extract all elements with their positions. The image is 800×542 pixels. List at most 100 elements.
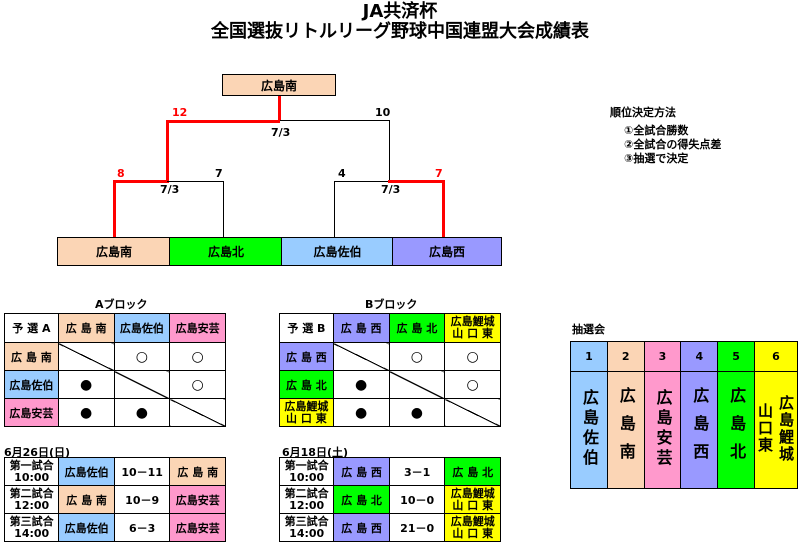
diagonal-cell [332,342,390,371]
home-team: 広 島 南 [58,485,115,514]
home-team: 広 島 西 [333,457,390,486]
game-score: 10－0 [389,485,445,514]
diagonal-cell [57,342,115,371]
game-score: 10－11 [114,457,170,486]
ranking-item: ②全試合の得失点差 [624,138,722,151]
lottery-team: 広島北 [717,371,755,489]
header-cell: 広島安芸 [169,313,226,343]
lottery-title: 抽選会 [572,323,605,336]
result-cell: ○ [113,342,171,371]
header-cell: 広 島 南 [57,313,115,343]
bracket-team-2: 広島北 [169,237,282,266]
result-cell: ● [332,370,390,399]
ranking-item: ①全試合勝数 [624,124,689,137]
row-team-cell: 広島佐伯 [4,370,59,399]
lottery-number: 4 [680,341,719,372]
lottery-team: 広島鯉城 山口東 [753,371,799,489]
block-b-date: 6月18日(土) [282,446,349,459]
away-team: 広島安芸 [169,513,226,542]
final-stem [278,96,281,121]
game-score: 3－1 [389,457,445,486]
home-team: 広 島 北 [333,485,390,514]
bracket-team-1: 広島南 [57,237,170,266]
ranking-title: 順位決定方法 [610,106,676,119]
semi2-right-score: 7 [435,167,443,180]
away-team: 広島鯉城 山 口 東 [444,485,501,514]
lottery-number: 2 [606,341,645,372]
result-cell: ● [388,398,446,427]
diagonal-cell [169,398,226,427]
semi2-date: 7/3 [381,183,401,196]
result-cell: ○ [444,370,501,399]
semi1-left-score: 8 [117,167,125,180]
result-cell: ○ [388,342,446,371]
row-team-cell: 広島鯉城 山 口 東 [279,398,334,427]
semi1-right-score: 7 [215,167,223,180]
away-team: 広島安芸 [169,485,226,514]
block-a-title: Aブロック [95,298,148,311]
semi2-left-score: 4 [338,167,346,180]
game-score: 10－9 [114,485,170,514]
diagonal-cell [444,398,501,427]
semi1-right-bar [167,181,224,182]
block-a-table: 予 選 A 広 島 南 広島佐伯 広島安芸 広 島 南 ○ ○ 広島佐伯 ● ○… [4,313,226,427]
row-team-cell: 広島安芸 [4,398,59,427]
semi1-left-drop [113,180,116,237]
result-cell: ● [113,398,171,427]
away-team: 広 島 南 [169,457,226,486]
row-team-cell: 広 島 西 [279,342,334,371]
game-score: 21－0 [389,513,445,542]
corner-cell: 予 選 A [4,313,59,343]
header-cell: 広島佐伯 [113,313,171,343]
semi1-left-bar [113,180,169,183]
title-line2: 全国選抜リトルリーグ野球中国連盟大会成績表 [211,21,589,42]
final-right-bar [280,120,390,121]
lottery-team: 広島安芸 [643,371,682,489]
final-date: 7/3 [271,126,291,139]
result-cell: ● [332,398,390,427]
semi2-right-drop [442,180,445,237]
row-team-cell: 広 島 北 [279,370,334,399]
header-cell: 広 島 北 [388,313,446,343]
result-cell: ○ [169,342,226,371]
lottery-number: 6 [753,341,799,372]
away-team: 広島鯉城 山 口 東 [444,513,501,542]
ranking-list: ①全試合勝数 ②全試合の得失点差 ③抽選で決定 [624,124,721,166]
result-cell: ● [57,370,115,399]
lottery-number: 3 [643,341,682,372]
result-cell: ○ [444,342,501,371]
result-cell: ○ [169,370,226,399]
lottery-team: 広島西 [680,371,719,489]
semi1-date: 7/3 [160,183,180,196]
bracket-team-3: 広島佐伯 [281,237,393,266]
final-left-score: 12 [172,106,188,119]
champion-box: 広島南 [222,74,336,96]
bracket-team-4: 広島西 [392,237,502,266]
final-left-bar [166,120,280,123]
title-line1: JA共済杯 [362,1,438,22]
semi2-right-bar [388,180,445,183]
semi2-left-bar [334,181,390,182]
lottery-table: 1 2 3 4 5 6 広島佐伯 広島南 広島安芸 広島西 広島北 広島鯉城 山… [570,341,799,489]
final-right-drop [389,120,390,182]
corner-cell: 予 選 B [279,313,334,343]
block-a-date: 6月26日(日) [4,446,71,459]
home-team: 広島佐伯 [58,513,115,542]
lottery-team: 広島佐伯 [570,371,608,489]
header-cell: 広島鯉城 山 口 東 [444,313,501,343]
home-team: 広島佐伯 [58,457,115,486]
row-team-cell: 広 島 南 [4,342,59,371]
home-team: 広 島 西 [333,513,390,542]
result-cell: ● [57,398,115,427]
header-cell: 広 島 西 [332,313,390,343]
ranking-item: ③抽選で決定 [624,152,689,165]
lottery-number: 1 [570,341,608,372]
block-b-title: Bブロック [365,298,418,311]
